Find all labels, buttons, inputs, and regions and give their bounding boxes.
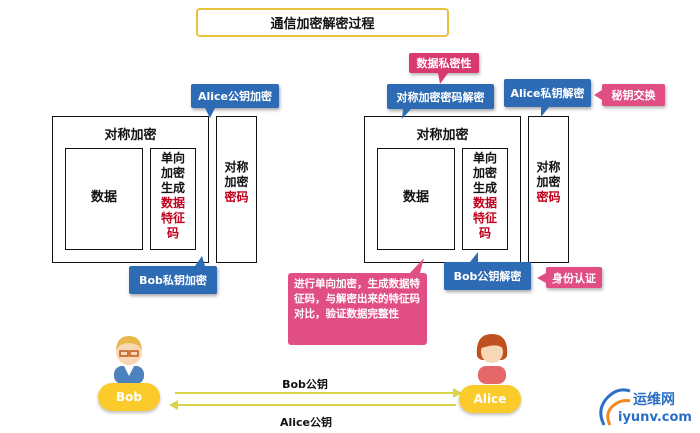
right-oneway-box	[462, 148, 508, 250]
bob-pill: Bob	[98, 383, 160, 411]
alice-privkey-decrypt-callout: Alice私钥解密	[504, 79, 591, 107]
left-oneway-text: 单向 加密 生成 数据 特征 码	[150, 151, 196, 241]
alice-decrypt-pointer	[541, 107, 549, 117]
alice-avatar-icon	[476, 334, 508, 384]
watermark-url: iyunv.com	[618, 410, 692, 425]
right-symkey-line-2: 加密	[536, 175, 561, 189]
bob-avatar-icon	[114, 336, 144, 384]
left-oneway-box	[150, 148, 196, 250]
sym-decrypt-pointer	[402, 109, 411, 119]
identity-auth-tag: 身份认证	[546, 267, 602, 288]
left-oneway-line-3: 生成	[160, 181, 185, 195]
bob-privkey-encrypt-callout: Bob私钥加密	[129, 266, 217, 294]
left-data-box	[65, 148, 143, 250]
right-oneway-line-3: 生成	[472, 181, 497, 195]
alice-encrypt-pointer	[205, 108, 215, 118]
right-feature-line-2: 特征	[472, 211, 497, 225]
exchange-pointer	[594, 90, 602, 100]
key-exchange-tag: 秘钥交换	[602, 84, 665, 106]
right-symkey-text: 对称 加密 密码	[528, 160, 569, 205]
left-feature-line-1: 数据	[160, 196, 185, 210]
left-symkey-text: 对称 加密 密码	[216, 160, 257, 205]
left-data-label: 数据	[90, 190, 117, 205]
left-symkey-line-1: 对称	[224, 160, 249, 174]
right-symmetric-label: 对称加密	[416, 128, 469, 143]
right-data-label: 数据	[402, 190, 429, 205]
bob-pubkey-label: Bob公钥	[282, 378, 328, 391]
bob-encrypt-pointer	[195, 256, 205, 266]
privacy-pointer	[438, 73, 448, 84]
left-oneway-line-2: 加密	[160, 166, 185, 180]
diagram-title: 通信加密解密过程	[196, 8, 449, 37]
alice-key-arrowhead	[169, 400, 178, 410]
right-oneway-line-2: 加密	[472, 166, 497, 180]
left-oneway-line-1: 单向	[160, 151, 185, 165]
right-symkey-box	[528, 116, 569, 263]
right-symkey-red: 密码	[536, 190, 561, 204]
alice-pill: Alice	[459, 385, 521, 413]
left-symkey-box	[216, 116, 257, 263]
sym-key-decrypt-callout: 对称加密密码解密	[387, 84, 494, 109]
integrity-note: 进行单向加密，生成数据特征码，与解密出来的特征码对比，验证数据完整性	[288, 273, 427, 345]
left-symkey-line-2: 加密	[224, 175, 249, 189]
privacy-tag: 数据私密性	[409, 53, 479, 73]
right-oneway-text: 单向 加密 生成 数据 特征 码	[462, 151, 508, 241]
right-data-box	[377, 148, 455, 250]
right-feature-line-1: 数据	[472, 196, 497, 210]
bob-pubkey-decrypt-callout: Bob公钥解密	[444, 262, 531, 290]
left-symkey-red: 密码	[224, 190, 249, 204]
right-feature-line-3: 码	[478, 226, 491, 240]
watermark-logo-icon	[599, 388, 631, 426]
watermark-cn: 运维网	[633, 392, 675, 408]
left-symmetric-label: 对称加密	[104, 128, 157, 143]
left-feature-line-3: 码	[166, 226, 179, 240]
bob-decrypt-pointer	[470, 252, 478, 262]
identity-pointer	[537, 273, 546, 283]
left-feature-line-2: 特征	[160, 211, 185, 225]
right-symkey-line-1: 对称	[536, 160, 561, 174]
right-oneway-line-1: 单向	[472, 151, 497, 165]
integrity-pointer	[410, 258, 424, 273]
alice-pubkey-encrypt-callout: Alice公钥加密	[191, 84, 279, 108]
bob-key-arrowhead	[453, 388, 462, 398]
alice-pubkey-label: Alice公钥	[279, 416, 333, 429]
